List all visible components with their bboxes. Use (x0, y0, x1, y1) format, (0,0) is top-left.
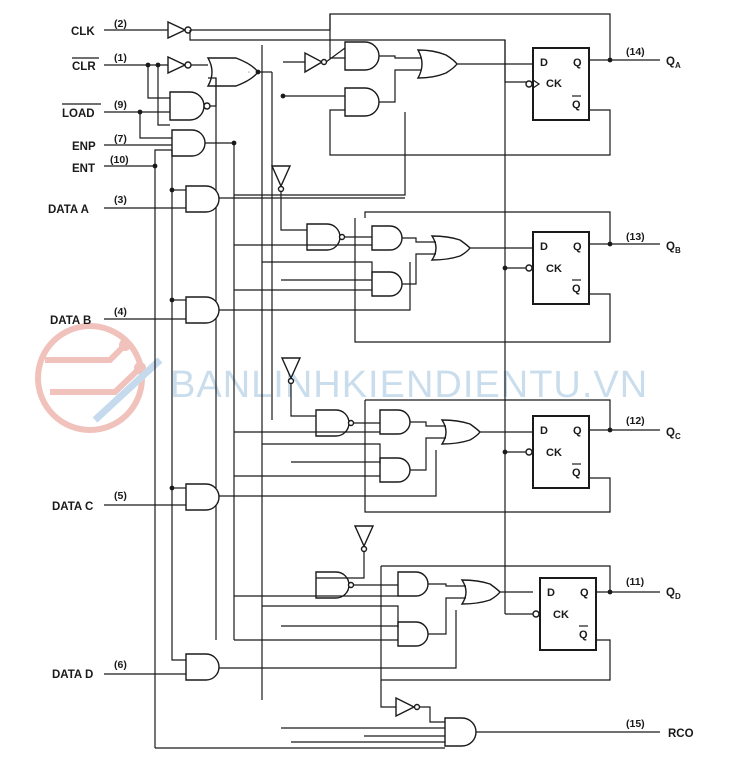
svg-text:D: D (547, 587, 555, 599)
buffer-a-b (270, 165, 292, 188)
clr-pin: (1) (114, 52, 127, 64)
watermark-text: BANLINHKIENDIENTU.VN (170, 364, 648, 406)
rco-logic (155, 680, 660, 749)
qa-label: QA (666, 56, 681, 70)
qa-pin: (14) (626, 46, 645, 58)
load-pin: (9) (114, 99, 127, 111)
clk-pin: (2) (114, 18, 127, 30)
stage-b: D Q CK Q (204, 192, 660, 343)
data-d-label: DATA D (52, 669, 93, 681)
svg-text:Q: Q (573, 241, 582, 253)
svg-text:CK: CK (546, 78, 562, 90)
stage-a-and-1 (344, 41, 380, 71)
clk-buffer (167, 20, 187, 40)
stage-b-or (430, 235, 471, 261)
svg-text:Q: Q (572, 467, 581, 479)
ent-pin: (10) (110, 154, 129, 166)
flipflop-d (539, 577, 597, 651)
data-c-label: DATA C (52, 501, 93, 513)
load-label: LOAD (62, 108, 95, 120)
qd-label: QD (666, 587, 681, 601)
qc-pin: (12) (626, 415, 645, 427)
svg-text:CK: CK (546, 263, 562, 275)
svg-text:Q: Q (579, 629, 588, 641)
stage-d: D Q CK Q (204, 40, 660, 681)
ent-label: ENT (72, 163, 95, 175)
data-c-and-gate (185, 483, 220, 511)
data-a-pin: (3) (114, 194, 127, 206)
clr-label: CLR (72, 61, 96, 73)
load-nand-gate (169, 91, 205, 121)
enp-pin: (7) (114, 133, 127, 145)
data-a-and-gate (185, 185, 220, 213)
data-b-label: DATA B (50, 315, 91, 327)
qb-pin: (13) (626, 231, 645, 243)
svg-text:D: D (540, 57, 548, 69)
data-b-pin: (4) (114, 306, 127, 318)
data-b-and-gate (185, 296, 220, 324)
rco-and-gate (444, 717, 477, 747)
buffer-c-d (353, 525, 375, 548)
data-d-pin: (6) (114, 659, 127, 671)
flipflop-a (532, 47, 590, 121)
svg-text:CK: CK (553, 609, 569, 621)
clk-label: CLK (71, 26, 95, 38)
svg-text:Q: Q (573, 425, 582, 437)
stage-c-or (440, 419, 481, 445)
enp-label: ENP (72, 141, 96, 153)
qb-label: QB (666, 241, 681, 255)
stage-a-or (416, 49, 458, 79)
data-a-label: DATA A (48, 204, 89, 216)
svg-text:Q: Q (572, 283, 581, 295)
stage-c: D Q CK Q (204, 384, 660, 513)
flipflop-c (532, 415, 590, 489)
svg-text:Q: Q (580, 587, 589, 599)
clr-nor-gate (206, 57, 259, 87)
qd-pin: (11) (626, 576, 644, 588)
watermark-logo (35, 323, 163, 433)
flipflop-b (532, 231, 590, 305)
data-d-and-gate (185, 653, 220, 681)
enable-and-gate (171, 129, 206, 157)
buffer-b-c (280, 357, 302, 380)
stage-a-and-2 (344, 87, 380, 117)
stage-a: D Q CK Q (204, 14, 660, 199)
svg-text:D: D (540, 241, 548, 253)
stage-d-or (460, 579, 501, 605)
svg-text:Q: Q (572, 99, 581, 111)
rco-label: RCO (668, 728, 694, 740)
svg-text:Q: Q (573, 57, 582, 69)
svg-text:CK: CK (546, 447, 562, 459)
svg-text:D: D (540, 425, 548, 437)
qc-label: QC (666, 427, 681, 441)
rco-pin: (15) (626, 718, 645, 730)
control-logic (137, 13, 611, 748)
data-c-pin: (5) (114, 490, 127, 502)
clr-buffer (167, 55, 187, 75)
